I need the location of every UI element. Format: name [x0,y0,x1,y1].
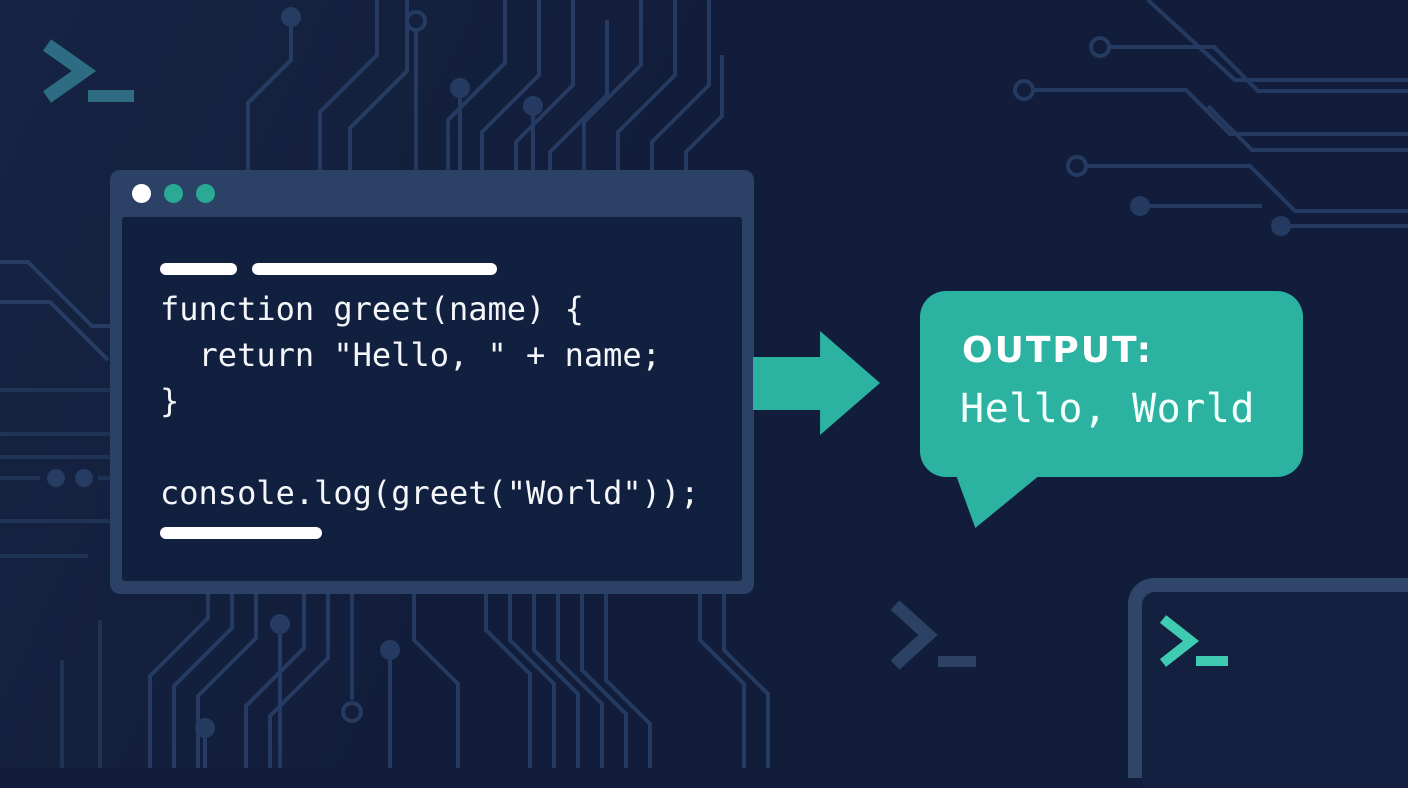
output-value: Hello, World [960,386,1255,432]
terminal-prompt-icon-bright [1158,614,1230,674]
terminal-prompt-icon-faint [888,598,980,678]
code-line [160,424,699,470]
code-line: } [160,382,180,420]
window-control-dot [132,184,151,203]
code-editor-content: function greet(name) { return "Hello, " … [122,217,742,581]
code-line: function greet(name) { [160,290,584,328]
output-label: OUTPUT: [962,330,1153,371]
terminal-window-content [1142,592,1408,788]
code-editor-window: function greet(name) { return "Hello, " … [110,170,754,594]
window-titlebar [110,170,754,217]
skeleton-bar [252,263,497,275]
terminal-prompt-icon [40,38,138,112]
code-line: return "Hello, " + name; [160,336,661,374]
window-control-dot [196,184,215,203]
skeleton-bar [160,263,237,275]
code-line: console.log(greet("World")); [160,474,700,512]
code-block: function greet(name) { return "Hello, " … [160,286,699,516]
window-control-dot [164,184,183,203]
terminal-window [1128,578,1408,788]
skeleton-bar [160,527,322,539]
output-speech-bubble: OUTPUT: Hello, World [920,291,1303,528]
circuit-pattern [0,0,1408,768]
